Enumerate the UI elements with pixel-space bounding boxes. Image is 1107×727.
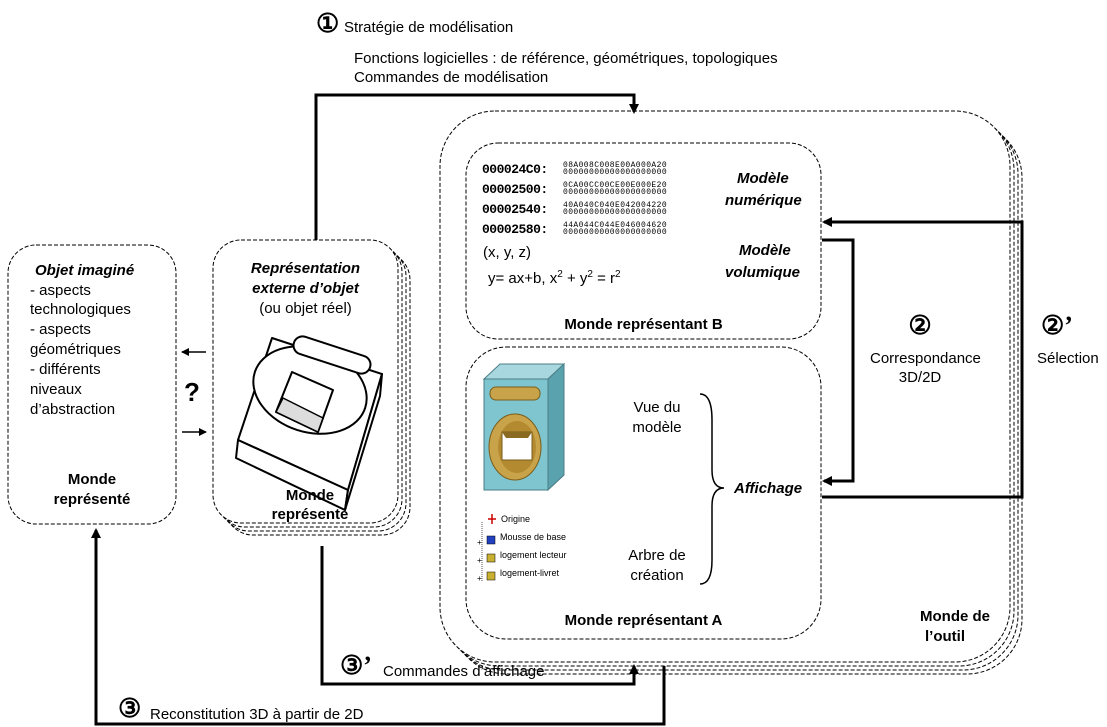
modele-volumique-1: volumique: [725, 264, 801, 281]
svg-text:+: +: [477, 574, 482, 583]
hex-data-2b: 00000000000000000000: [563, 208, 668, 217]
equation: y= ax+b, x2 + y2 = r2: [488, 266, 621, 288]
step2p-label: Sélection: [1037, 350, 1099, 367]
affichage-brace: [699, 393, 725, 585]
objet-imagine-title: Objet imaginé: [35, 262, 135, 279]
objet-line-2: - aspects: [30, 321, 91, 338]
representation-subtitle: (ou objet réel): [259, 300, 352, 317]
origin-icon: [488, 514, 496, 524]
monde-b-box: [465, 142, 822, 340]
sketched-part: [235, 335, 383, 511]
equation-sup-1: 2: [557, 269, 563, 280]
block-icon: [486, 535, 496, 545]
representation-title-0: Représentation: [250, 260, 361, 277]
question-mark: ?: [184, 377, 200, 407]
modele-numerique-0: Modèle: [737, 170, 789, 187]
affichage-label: Affichage: [734, 480, 803, 497]
pocket-icon-1: [486, 553, 496, 563]
arrow-step2: [822, 238, 855, 486]
objet-footer-0: Monde: [67, 471, 117, 488]
step3p-label: Commandes d’affichage: [383, 663, 545, 680]
equation-sup-3: 2: [615, 269, 621, 280]
representation-title-1: externe d’objet: [252, 280, 359, 297]
arrow-step2prime: [822, 217, 1024, 499]
hex-data-1a: 0CA00CC00CE00E000E20: [563, 181, 668, 190]
step2-line1: 3D/2D: [898, 369, 942, 386]
objet-line-5: niveaux: [30, 381, 82, 398]
representation-footer-1: représenté: [271, 506, 349, 523]
hex-address-3: 00002580:: [482, 222, 548, 237]
svg-text:+: +: [477, 556, 482, 565]
hex-data-0a: 08A008C008E00A000A20: [563, 161, 668, 170]
equation-b: + y: [562, 270, 588, 287]
hex-data-3a: 44A044C044E046004620: [563, 221, 668, 230]
hex-address-1: 00002500:: [482, 182, 548, 197]
objet-line-4: - différents: [30, 361, 101, 378]
vue-modele-0: Vue du: [633, 399, 681, 416]
step1-number: ①: [316, 9, 340, 38]
objet-imagine-box: [7, 244, 177, 525]
arbre-creation-1: création: [630, 567, 684, 584]
tree-icons: + + +: [477, 514, 496, 583]
modele-volumique-0: Modèle: [739, 242, 791, 259]
monde-b-label: Monde représentant B: [564, 316, 723, 333]
objet-line-1: technologiques: [30, 301, 131, 318]
step2-line0: Correspondance: [870, 350, 981, 367]
hex-data-0b: 00000000000000000000: [563, 168, 668, 177]
pocket-icon-2: [486, 571, 496, 581]
step1-line1: Fonctions logicielles : de référence, gé…: [354, 50, 778, 67]
arrow-step3prime: [320, 546, 639, 686]
objet-footer-1: représenté: [53, 491, 131, 508]
arbre-creation-0: Arbre de: [628, 547, 686, 564]
step1-line2: Commandes de modélisation: [354, 69, 549, 86]
monde-a-label: Monde représentant A: [564, 612, 723, 629]
objet-line-6: d’abstraction: [30, 401, 116, 418]
tree-item-0: Origine: [501, 514, 531, 524]
monde-outil-1: l’outil: [925, 628, 965, 645]
step3p-number: ③’: [340, 651, 372, 680]
tree-item-2: logement lecteur: [500, 550, 567, 560]
tree-item-3: logement-livret: [500, 568, 560, 578]
step3-label: Reconstitution 3D à partir de 2D: [150, 706, 364, 723]
xyz-label: (x, y, z): [483, 244, 532, 261]
equation-a: y= ax+b, x: [488, 270, 558, 287]
svg-text:+: +: [477, 538, 482, 547]
objet-line-0: - aspects: [30, 282, 91, 299]
vue-modele-1: modèle: [632, 419, 682, 436]
equation-sup-2: 2: [587, 269, 593, 280]
representation-footer-0: Monde: [285, 487, 335, 504]
equation-c: = r: [592, 270, 616, 287]
hex-address-2: 00002540:: [482, 202, 548, 217]
step2-number: ②: [908, 311, 932, 340]
tree-item-1: Mousse de base: [500, 532, 567, 542]
step2p-number: ②’: [1041, 311, 1073, 340]
arrow-step1: [314, 93, 639, 240]
hex-data-3b: 00000000000000000000: [563, 228, 668, 237]
arrow-step3: [91, 528, 666, 726]
step1-title: Stratégie de modélisation: [344, 19, 514, 36]
3d-model-render: [482, 362, 566, 492]
step3-number: ③: [118, 694, 142, 723]
monde-outil-0: Monde de: [920, 608, 990, 625]
modele-numerique-1: numérique: [725, 192, 802, 209]
hex-data-1b: 00000000000000000000: [563, 188, 668, 197]
objet-line-3: géométriques: [30, 341, 121, 358]
hex-address-0: 000024C0:: [482, 162, 548, 177]
hex-data-2a: 40A040C040E042004220: [563, 201, 668, 210]
